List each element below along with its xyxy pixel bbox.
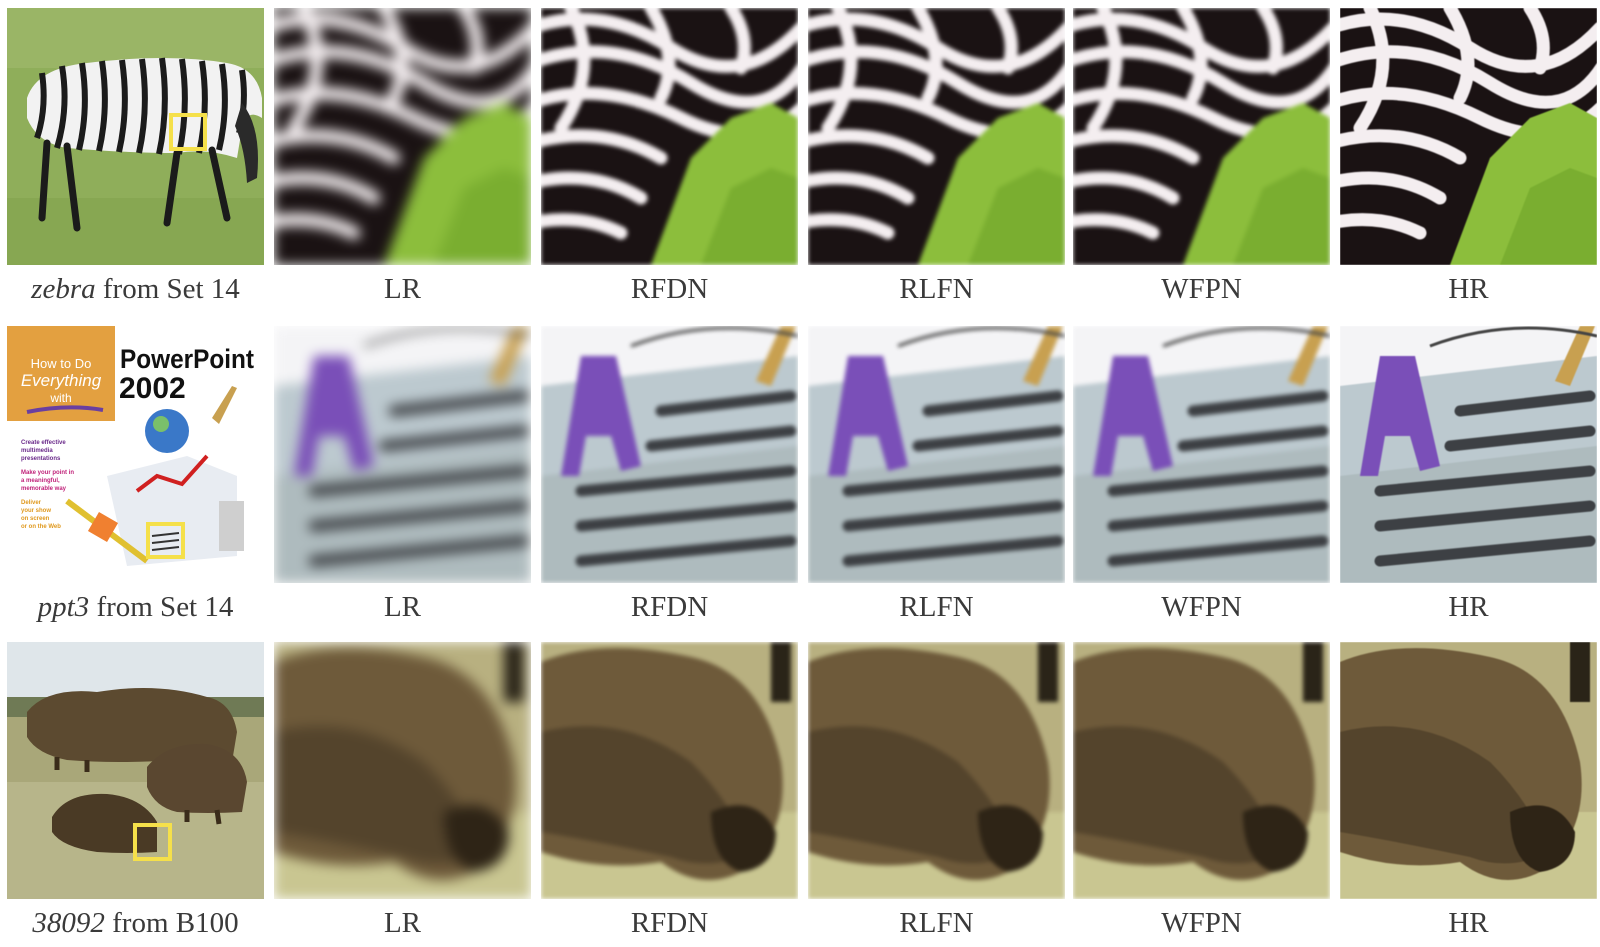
source-image-38092 <box>7 642 264 899</box>
crop-image-rfdn <box>541 642 798 899</box>
image-name: ppt3 <box>37 591 90 623</box>
cover-bullet: on screen <box>21 516 50 522</box>
crop-cell-wfpn: WFPN <box>1073 642 1330 942</box>
method-label: RLFN <box>899 591 974 623</box>
method-label: RLFN <box>899 273 974 305</box>
method-label: LR <box>383 273 422 305</box>
image-name: zebra <box>31 273 96 305</box>
crop-cell-lr: LR <box>274 642 531 942</box>
method-label: WFPN <box>1161 907 1242 939</box>
cover-bullet: Deliver <box>21 500 42 506</box>
cover-line-2: Everything <box>21 371 102 390</box>
cover-line-3: with <box>49 391 71 405</box>
cover-bullet: Make your point in <box>21 470 74 476</box>
crop-image-rlfn <box>808 8 1065 265</box>
crop-cell-rfdn: RFDN <box>541 8 798 308</box>
zoom-region-box <box>133 823 172 861</box>
crop-image-lr <box>274 8 531 265</box>
cover-bullet: a meaningful, <box>21 478 60 484</box>
crop-cell-rlfn: RLFN <box>808 8 1065 308</box>
cover-bullet: your show <box>21 508 51 514</box>
zoom-region-box <box>169 113 207 151</box>
cover-bullet: or on the Web <box>21 524 61 530</box>
cover-title-1: PowerPoint <box>120 344 254 374</box>
method-label: LR <box>383 591 422 623</box>
cover-bullet: memorable way <box>21 486 67 492</box>
crop-cell-rlfn: RLFN <box>808 642 1065 942</box>
row-38092: 38092 from B100 LR RFDN RLFN WFPN HR <box>0 642 1600 947</box>
method-label: HR <box>1448 591 1489 623</box>
crop-image-wfpn <box>1073 326 1330 583</box>
method-label: WFPN <box>1161 273 1242 305</box>
crop-cell-rfdn: RFDN <box>541 326 798 626</box>
crop-cell-wfpn: WFPN <box>1073 8 1330 308</box>
crop-cell-lr: LR <box>274 326 531 626</box>
source-caption: zebra from Set 14 <box>0 272 274 306</box>
crop-cell-rlfn: RLFN <box>808 326 1065 626</box>
row-zebra: zebra from Set 14 LR RFDN RLFN WFPN HR <box>0 8 1600 313</box>
source-caption: ppt3 from Set 14 <box>0 590 274 624</box>
crop-image-wfpn <box>1073 8 1330 265</box>
crop-image-rlfn <box>808 326 1065 583</box>
crop-image-hr <box>1340 326 1597 583</box>
crop-image-lr <box>274 642 531 899</box>
source-cell: zebra from Set 14 <box>7 8 264 308</box>
row-ppt3: How to Do Everything with PowerPoint 200… <box>0 326 1600 631</box>
crop-image-wfpn <box>1073 642 1330 899</box>
method-label: HR <box>1448 273 1489 305</box>
cover-title-2: 2002 <box>119 372 186 405</box>
source-image-zebra <box>7 8 264 265</box>
source-caption: 38092 from B100 <box>0 906 274 940</box>
cover-bullet: multimedia <box>21 448 53 454</box>
zoom-region-box <box>146 522 185 559</box>
crop-cell-wfpn: WFPN <box>1073 326 1330 626</box>
dataset-label: from Set 14 <box>89 591 234 623</box>
crop-cell-hr: HR <box>1340 642 1597 942</box>
method-label: RFDN <box>630 907 709 939</box>
crop-image-rfdn <box>541 8 798 265</box>
method-label: RFDN <box>630 273 709 305</box>
method-label: RFDN <box>630 591 709 623</box>
cover-bullet: Create effective <box>21 440 66 446</box>
method-label: HR <box>1448 907 1489 939</box>
cover-bullet: presentations <box>21 456 61 462</box>
image-name: 38092 <box>32 907 105 939</box>
crop-cell-hr: HR <box>1340 8 1597 308</box>
crop-cell-lr: LR <box>274 8 531 308</box>
crop-image-hr <box>1340 642 1597 899</box>
source-image-ppt3: How to Do Everything with PowerPoint 200… <box>7 326 264 583</box>
source-cell: 38092 from B100 <box>7 642 264 942</box>
method-label: RLFN <box>899 907 974 939</box>
cover-line-1: How to Do <box>31 356 92 371</box>
dataset-label: from Set 14 <box>95 273 240 305</box>
crop-image-lr <box>274 326 531 583</box>
method-label: WFPN <box>1161 591 1242 623</box>
method-label: LR <box>383 907 422 939</box>
crop-image-hr <box>1340 8 1597 265</box>
crop-image-rlfn <box>808 642 1065 899</box>
crop-cell-rfdn: RFDN <box>541 642 798 942</box>
source-cell: How to Do Everything with PowerPoint 200… <box>7 326 264 626</box>
dataset-label: from B100 <box>104 907 239 939</box>
crop-image-rfdn <box>541 326 798 583</box>
crop-cell-hr: HR <box>1340 326 1597 626</box>
